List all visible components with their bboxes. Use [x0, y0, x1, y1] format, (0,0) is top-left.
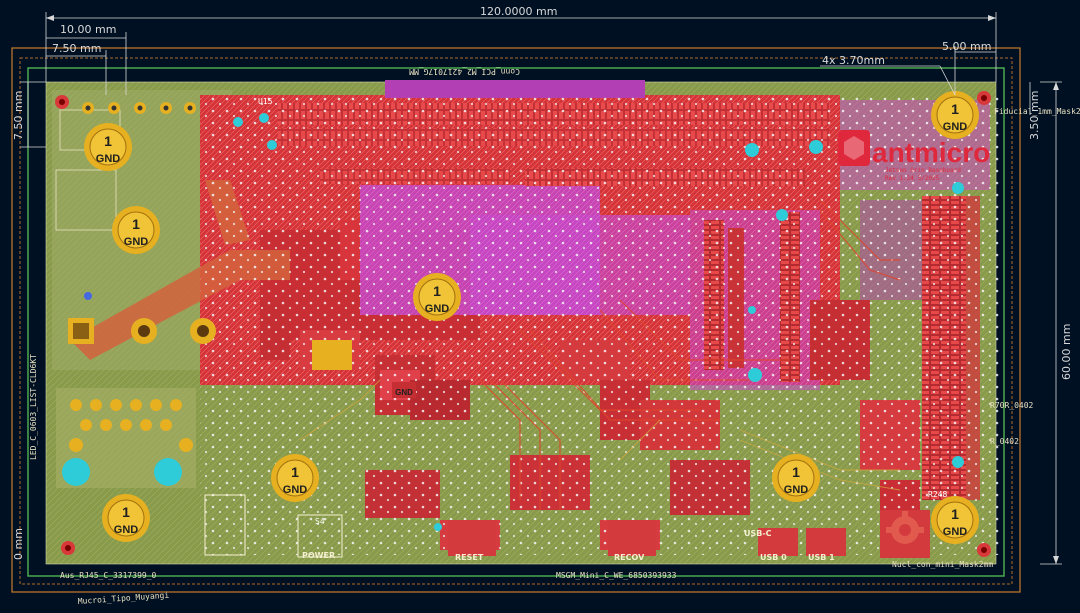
dim-right-top: 5.00 mm [942, 40, 991, 53]
svg-text:1: 1 [104, 133, 112, 149]
usb0-label: USB 0 [760, 553, 787, 562]
rj45-pins [69, 399, 193, 452]
top-connector-label: Conn_PCI_M2_4217017G_MM [409, 67, 520, 76]
svg-text:1: 1 [433, 283, 441, 299]
switch-ref: S4 [315, 517, 325, 526]
svg-text:1: 1 [792, 464, 800, 480]
dim-left-bottom: 0 mm [12, 528, 25, 560]
small-gnd-pad: GND [392, 382, 416, 398]
oshw-logo [880, 510, 930, 558]
dim-hole-note: 4x 3.70mm [822, 54, 885, 67]
recovery-button-label: RECOV [614, 553, 645, 562]
logo-text: antmicro [872, 137, 990, 168]
reset-button-label: RESET [455, 553, 484, 562]
bottom-right-label: Nucl_con_mini_Mask2mm [892, 560, 993, 569]
svg-text:GND: GND [96, 153, 121, 165]
dimension-lines [20, 12, 1062, 565]
logo-subtitle: Jetson Orin Baseboard [885, 167, 961, 174]
svg-text:1: 1 [951, 506, 959, 522]
usb-c-label: USB-C [744, 529, 772, 538]
svg-text:1: 1 [951, 101, 959, 117]
dim-left-outer: 10.00 mm [60, 23, 116, 36]
svg-text:1: 1 [291, 464, 299, 480]
svg-text:GND: GND [943, 526, 968, 538]
dim-left-vertical: 7.50 mm [12, 91, 25, 140]
svg-text:GND: GND [943, 121, 968, 133]
svg-text:GND: GND [114, 524, 139, 536]
test-points [233, 113, 964, 531]
board-edge-cuts [27, 67, 1005, 577]
resistor-label-2: R_0402 [990, 437, 1019, 446]
svg-text:1: 1 [132, 216, 140, 232]
u15-ref: U15 [258, 97, 273, 106]
svg-text:1: 1 [122, 504, 130, 520]
bottom-left-label-2: Aus_RJ45_C_3317399_0 [60, 571, 157, 580]
dim-overall-width: 120.0000 mm [480, 5, 557, 18]
resistor-ref: R248 [928, 490, 947, 499]
fiducial-label: Fiducial_1mm_Mask2mm [994, 107, 1080, 116]
svg-text:GND: GND [425, 303, 450, 315]
dim-board-height: 60.00 mm [1060, 324, 1073, 380]
antmicro-logo: antmicro Jetson Orin Baseboard Rev 1.24 … [838, 130, 990, 182]
led-label: LED_C_0603_LIST-CLD6KT [29, 354, 38, 460]
svg-text:GND: GND [784, 484, 809, 496]
board-keepout-outline [11, 47, 1021, 593]
usb1-label: USB 1 [808, 553, 835, 562]
tactile-buttons [204, 494, 846, 558]
svg-text:GND: GND [395, 388, 413, 397]
svg-text:GND: GND [124, 236, 149, 248]
bottom-left-label: Mucroi_Tipo_Muyangi [78, 591, 170, 606]
bottom-center-label: MSGM_Mini_C_WE_6850393933 [556, 571, 677, 580]
dim-right-small: 3.50 mm [1028, 91, 1041, 140]
dim-left-inner: 7.50 mm [52, 42, 101, 55]
svg-text:GND: GND [283, 484, 308, 496]
logo-revision: Rev 1.24 3/2025 [885, 175, 940, 182]
power-button-label: POWER [302, 551, 335, 560]
header-pads [55, 91, 991, 557]
resistor-label-1: R70R_0402 [990, 401, 1034, 410]
